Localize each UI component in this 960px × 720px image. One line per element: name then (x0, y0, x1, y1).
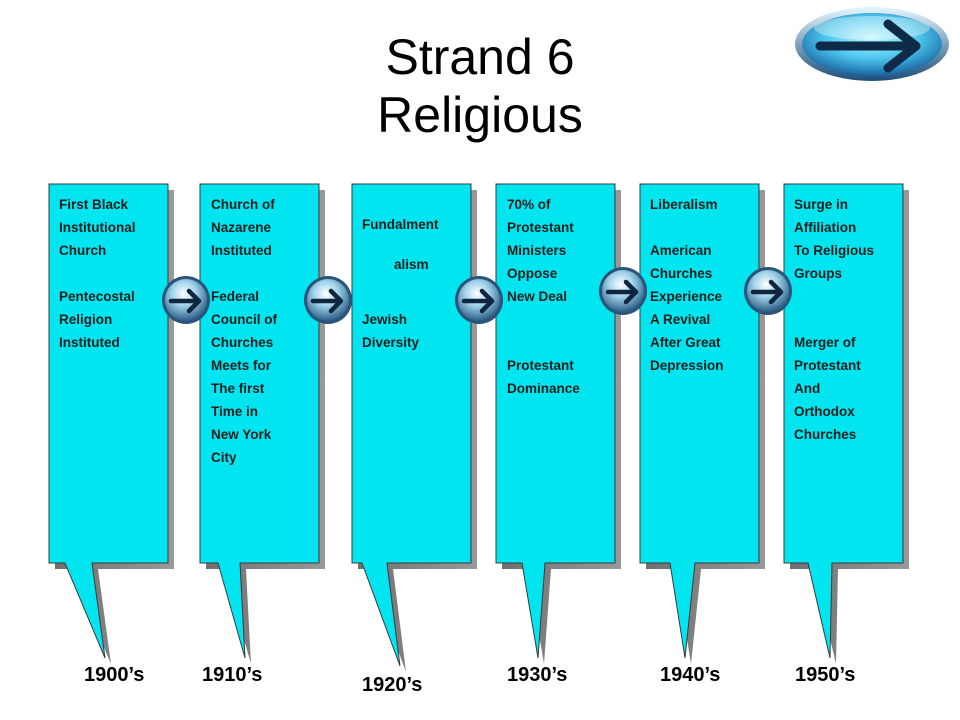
arrow-right-icon (597, 265, 649, 317)
callout-text-1920: Fundalment alism Jewish Diversity (362, 193, 470, 377)
decade-label-1950: 1950’s (795, 664, 856, 686)
callout-text-1910: Church of Nazarene Instituted Federal Co… (211, 197, 277, 465)
callout-text-1930: 70% of Protestant Ministers Oppose New D… (507, 197, 580, 396)
next-button[interactable] (792, 4, 952, 84)
callout-box-1930’s (495, 183, 616, 659)
callout-text-1920-a: Fundalment (362, 217, 439, 232)
callout-box-1940’s (639, 183, 760, 659)
arrow-right-icon (160, 274, 212, 326)
decade-label-1940: 1940’s (660, 664, 721, 686)
arrow-right-icon (815, 19, 921, 73)
callout-box-1910’s (199, 183, 320, 659)
callout-box-1920’s (351, 183, 472, 667)
title-line-1: Strand 6 (385, 29, 575, 85)
arrow-right-icon (742, 265, 794, 317)
decade-label-1920: 1920’s (362, 674, 423, 696)
decade-label-1910: 1910’s (202, 664, 263, 686)
decade-label-1900: 1900’s (84, 664, 145, 686)
callout-box-1900’s (48, 183, 169, 659)
title-line-2: Religious (377, 87, 583, 143)
callout-text-1920-c: Jewish Diversity (362, 312, 420, 350)
page-title: Strand 6 Religious (0, 28, 960, 144)
callout-text-1900: First Black Institutional Church Penteco… (59, 197, 136, 350)
decade-label-1930: 1930’s (507, 664, 568, 686)
callout-box-1950’s (783, 183, 904, 659)
callout-text-1920-b: alism (394, 257, 429, 272)
arrow-right-icon (453, 274, 505, 326)
callout-text-1940: Liberalism American Churches Experience … (650, 197, 724, 373)
callout-text-1950: Surge in Affiliation To Religious Groups… (794, 197, 874, 442)
arrow-right-icon (302, 274, 354, 326)
